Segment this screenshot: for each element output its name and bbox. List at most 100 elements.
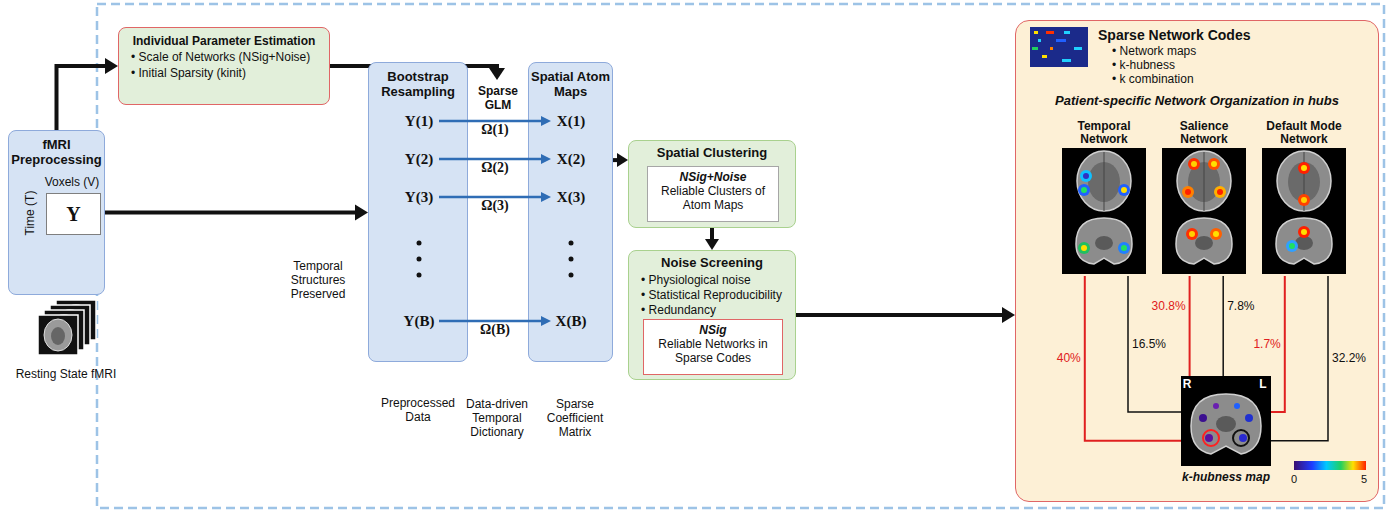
drawing-part — [1186, 228, 1198, 240]
connector — [439, 158, 543, 161]
matrix-label: X(B) — [551, 310, 591, 332]
process-box: Spatial Atom MapsX(1)X(2)X(3)X(B) — [528, 62, 613, 362]
brain-panel — [1162, 148, 1246, 274]
node-title: X(1) — [557, 113, 585, 130]
connector — [57, 66, 108, 130]
annotation-label: Sparse Coefficient Matrix — [535, 397, 615, 439]
drawing-part — [1050, 47, 1053, 50]
drawing-part — [1064, 31, 1070, 34]
arrowhead — [1002, 307, 1015, 323]
hubness-map — [1181, 376, 1271, 466]
matrix-label: Y(B) — [399, 310, 439, 332]
annotation-label: Resting State fMRI — [16, 367, 117, 381]
matrix-label: Y(3) — [399, 186, 439, 208]
edge-label: 16.5% — [1132, 337, 1166, 351]
drawing-part — [1074, 47, 1082, 50]
drawing-part — [1295, 236, 1313, 250]
fmri-stack — [38, 300, 96, 355]
drawing-part — [1210, 228, 1222, 240]
drawing-part — [1298, 226, 1310, 238]
drawing-part — [1083, 173, 1089, 179]
drawing-part — [417, 257, 422, 262]
drawing-part — [1277, 151, 1331, 211]
drawing-part — [1076, 218, 1132, 264]
drawing-part — [1121, 245, 1127, 251]
drawing-part — [1205, 434, 1213, 442]
drawing-part — [569, 257, 574, 262]
arrowhead — [541, 154, 551, 164]
edge-label: Ω(1) — [481, 123, 509, 137]
drawing-part — [1118, 184, 1130, 196]
matrix-label: X(2) — [551, 148, 591, 170]
drawing-part — [1118, 242, 1130, 254]
process-box: Individual Parameter Estimation• Scale o… — [118, 27, 330, 105]
node-text: • k-hubness — [1112, 58, 1378, 72]
drawing-part — [1286, 240, 1298, 252]
drawing-part — [1294, 461, 1366, 470]
drawing-part — [1301, 197, 1307, 203]
matrix-label: X(3) — [551, 186, 591, 208]
drawing-part — [1077, 151, 1131, 211]
edge-label: 32.2% — [1332, 351, 1366, 365]
edge-label: 40% — [1057, 351, 1081, 365]
dashed-frame — [97, 4, 1384, 508]
drawing-part — [1038, 39, 1041, 42]
edge-label: Ω(3) — [481, 199, 509, 213]
node-title: Y — [66, 203, 80, 226]
node-text: Reliable Clusters of Atom Maps — [652, 184, 774, 212]
drawing-part — [1298, 194, 1310, 206]
node-text: • Scale of Networks (NSig+Noise) — [131, 49, 321, 65]
node-title: Individual Parameter Estimation — [127, 33, 321, 49]
node-title: Y(3) — [405, 189, 433, 206]
network-panel: Temporal Network — [1056, 116, 1152, 276]
annotation-label: Data-driven Temporal Dictionary — [462, 397, 532, 439]
matrix-label: Y(1) — [399, 110, 439, 132]
annotation-label: Time (T) — [23, 191, 37, 236]
drawing-part — [1042, 55, 1047, 58]
node-text: Reliable Networks in Sparse Codes — [648, 337, 778, 365]
arrowhead — [541, 116, 551, 126]
drawing-part — [1208, 158, 1220, 170]
connector — [105, 211, 358, 215]
drawing-part — [1030, 27, 1088, 67]
node-title: fMRI Preprocessing — [9, 137, 104, 167]
node-title: Y(2) — [405, 151, 433, 168]
drawing-part — [1182, 186, 1194, 198]
drawing-part — [1056, 39, 1066, 42]
process-box: fMRI PreprocessingY — [8, 130, 105, 295]
node-title: Temporal Network — [1056, 116, 1152, 146]
drawing-part — [417, 241, 422, 246]
node-text: • Network maps — [1112, 44, 1378, 58]
drawing-part — [1188, 158, 1200, 170]
drawing-part — [1177, 151, 1231, 211]
drawing-part — [1078, 184, 1090, 196]
result-panel: Sparse Network Codes• Network maps• k-hu… — [1015, 20, 1379, 502]
arrowhead — [355, 205, 368, 221]
drawing-part — [417, 273, 422, 278]
drawing-part — [569, 241, 574, 246]
node-title: k-hubness map — [1181, 470, 1271, 484]
annotation-label: L — [1259, 377, 1266, 391]
edge-label: Ω(2) — [481, 161, 509, 175]
drawing-part — [1234, 403, 1240, 409]
arrowhead — [489, 68, 505, 80]
node-title: X(2) — [557, 151, 585, 168]
node-title: X(3) — [557, 189, 585, 206]
drawing-part — [1213, 403, 1219, 409]
drawing-part — [1062, 148, 1146, 274]
drawing-part — [1217, 189, 1223, 195]
drawing-part — [44, 319, 72, 351]
node-title: Y(B) — [404, 313, 435, 330]
connector — [1222, 276, 1224, 376]
drawing-part — [1195, 236, 1213, 250]
annotation-label: Temporal Structures Preserved — [273, 259, 363, 301]
drawing-part — [1189, 231, 1195, 237]
drawing-part — [1204, 152, 1205, 211]
drawing-part — [1214, 186, 1226, 198]
annotation-label: 0 — [1291, 472, 1297, 486]
network-panel: Default Mode Network — [1256, 116, 1352, 276]
node-text: • Statistical Reproducibility — [641, 288, 795, 303]
drawing-part — [1181, 376, 1271, 466]
process-box: Noise Screening• Physiological noise• St… — [628, 250, 796, 380]
ellipsis-dots — [561, 235, 581, 285]
